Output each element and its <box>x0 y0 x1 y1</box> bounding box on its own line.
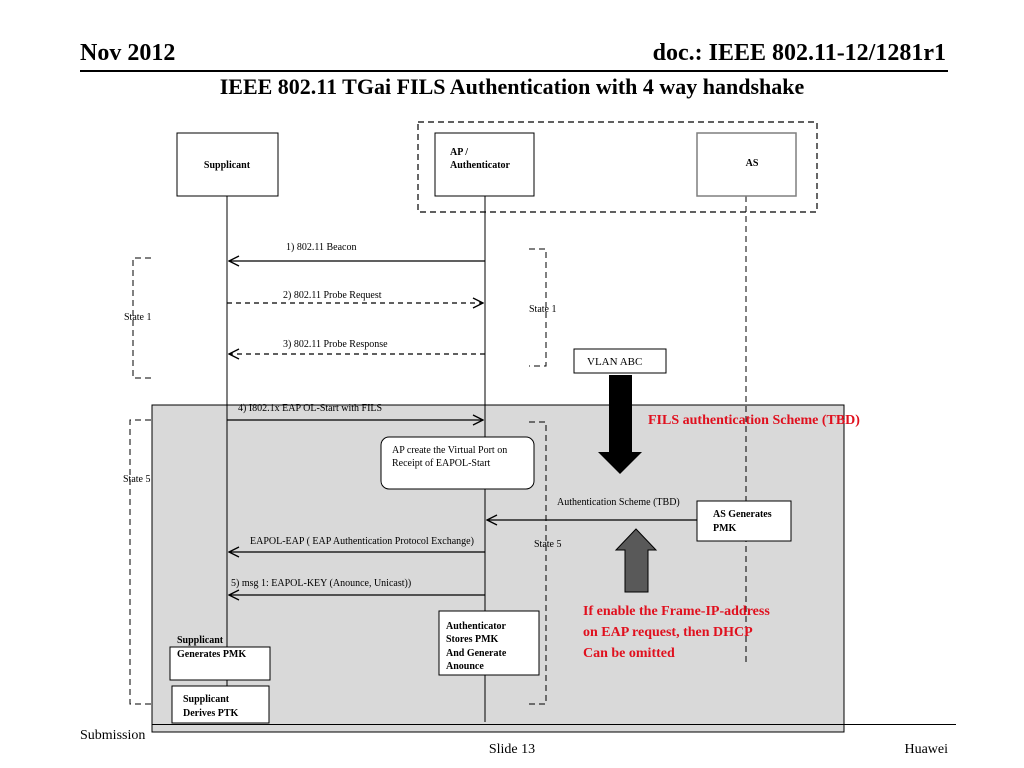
vlan-box <box>573 348 667 374</box>
frame-ip-text-line2: on EAP request, then DHCP <box>583 625 753 640</box>
grey-up-arrow <box>614 528 658 593</box>
state1-left-label: State 1 <box>124 312 152 323</box>
supplicant-generates-pmk-line2: Generates PMK <box>177 649 246 660</box>
ap-label-line2: Authenticator <box>450 160 511 171</box>
authenticator-stores-pmk-line3: And Generate <box>446 648 507 659</box>
footer-company: Huawei <box>904 742 948 757</box>
virtual-port-note <box>380 436 535 490</box>
ap-as-group-box <box>417 121 818 213</box>
msg4-eapol-start-label: 4) I802.1x EAP OL-Start with FILS <box>238 403 382 414</box>
virtual-port-note-line2: Receipt of EAPOL-Start <box>392 458 491 469</box>
state1-right-label: State 1 <box>529 304 557 315</box>
state1-right-bracket <box>529 248 547 367</box>
fils-scheme-text: FILS authentication Scheme (TBD) <box>648 413 860 428</box>
eapol-eap-label: EAPOL-EAP ( EAP Authentication Protocol … <box>250 536 474 547</box>
virtual-port-note-line1: AP create the Virtual Port on <box>392 445 507 456</box>
frame-ip-text-line1: If enable the Frame-IP-address <box>583 604 770 619</box>
as-generates-pmk-line1: AS Generates <box>713 509 772 520</box>
msg3-probe-response-label: 3) 802.11 Probe Response <box>283 339 388 350</box>
authenticator-stores-pmk-line2: Stores PMK <box>446 634 499 645</box>
vlan-down-arrow <box>598 375 642 474</box>
msg5-eapol-key-label: 5) msg 1: EAPOL-KEY (Anounce, Unicast)) <box>231 578 411 589</box>
as-label: AS <box>746 158 759 169</box>
supplicant-box <box>176 132 279 197</box>
state5-left-label: State 5 <box>123 474 151 485</box>
supplicant-derives-ptk-box <box>171 685 270 724</box>
footer-slide-number: Slide 13 <box>488 742 536 757</box>
footer-rule <box>152 724 956 725</box>
authenticator-stores-pmk-box <box>438 610 540 676</box>
supplicant-derives-ptk-line2: Derives PTK <box>183 708 238 719</box>
header-doc-id: doc.: IEEE 802.11-12/1281r1 <box>652 40 946 66</box>
authenticator-stores-pmk-line1: Authenticator <box>446 621 507 632</box>
vlan-label: VLAN ABC <box>587 356 642 368</box>
header-rule <box>80 70 948 72</box>
supplicant-generates-pmk-line1: Supplicant <box>177 635 224 646</box>
footer-submission: Submission <box>80 728 146 743</box>
supplicant-label: Supplicant <box>204 160 251 171</box>
header-date: Nov 2012 <box>80 40 176 66</box>
supplicant-derives-ptk-line1: Supplicant <box>183 694 230 705</box>
slide-title: IEEE 802.11 TGai FILS Authentication wit… <box>219 74 805 99</box>
state5-left-bracket <box>129 419 151 705</box>
as-box <box>696 132 797 197</box>
auth-scheme-label: Authentication Scheme (TBD) <box>557 497 680 508</box>
frame-ip-text-line3: Can be omitted <box>583 646 675 661</box>
ap-label-line1: AP / <box>450 147 468 158</box>
msg2-probe-request-label: 2) 802.11 Probe Request <box>283 290 382 301</box>
state5-right-label: State 5 <box>534 539 562 550</box>
supplicant-generates-pmk-box <box>169 646 271 681</box>
as-generates-pmk-box <box>696 500 792 542</box>
msg1-beacon-label: 1) 802.11 Beacon <box>286 242 356 253</box>
ap-box <box>434 132 535 197</box>
as-generates-pmk-line2: PMK <box>713 523 737 534</box>
authenticator-stores-pmk-line4: Anounce <box>446 661 484 672</box>
